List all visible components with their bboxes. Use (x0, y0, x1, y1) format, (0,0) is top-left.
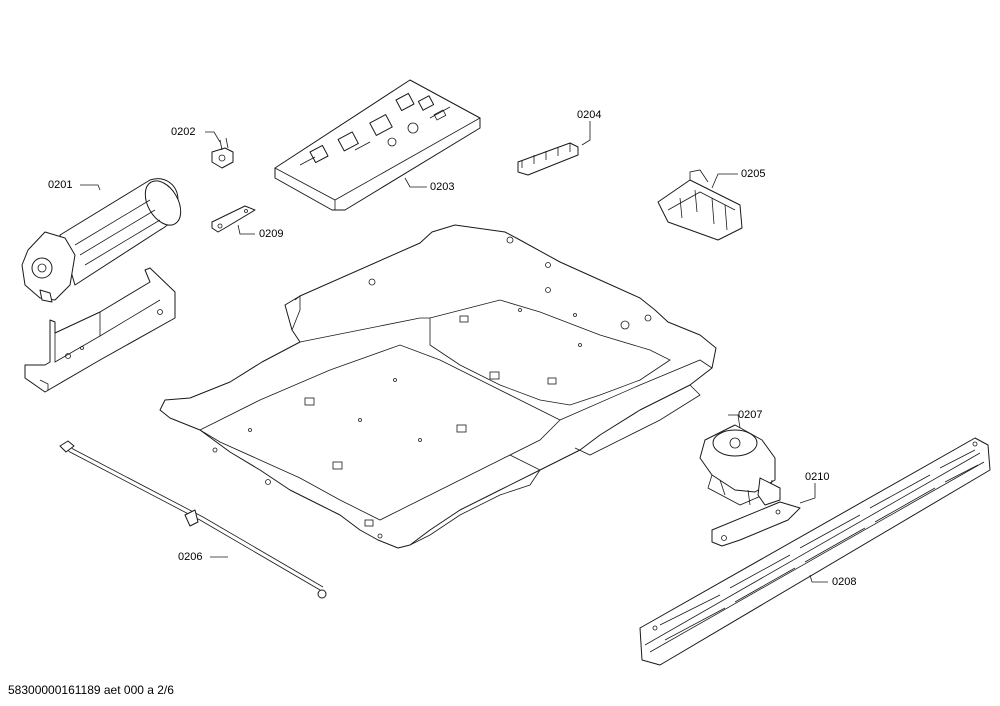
callout-0204: 0204 (577, 109, 602, 121)
callout-0202: 0202 (171, 126, 196, 138)
callout-0207: 0207 (738, 409, 763, 421)
small-bracket-0209 (211, 205, 256, 233)
sensor-0202 (211, 137, 234, 169)
callout-0206: 0206 (178, 551, 203, 563)
terminal-block-0205 (657, 169, 743, 241)
document-footer: 58300000161189 aet 000 a 2/6 (8, 683, 174, 697)
leader-lines (80, 121, 828, 583)
bracket-0210 (711, 501, 801, 547)
callout-0205: 0205 (741, 168, 766, 180)
sensor-cable-0206 (59, 440, 327, 599)
rail-0208 (639, 437, 991, 666)
control-board-0203 (274, 79, 481, 211)
fan-motor-0201 (21, 178, 182, 303)
connector-0204 (517, 142, 579, 176)
callout-0208: 0208 (832, 576, 857, 588)
callout-0209: 0209 (259, 228, 284, 240)
callout-0203: 0203 (430, 181, 455, 193)
callout-0210: 0210 (805, 471, 830, 483)
callout-0201: 0201 (48, 179, 73, 191)
motor-0207 (699, 424, 781, 506)
motor-bracket (24, 267, 176, 393)
base-plate (159, 224, 717, 549)
